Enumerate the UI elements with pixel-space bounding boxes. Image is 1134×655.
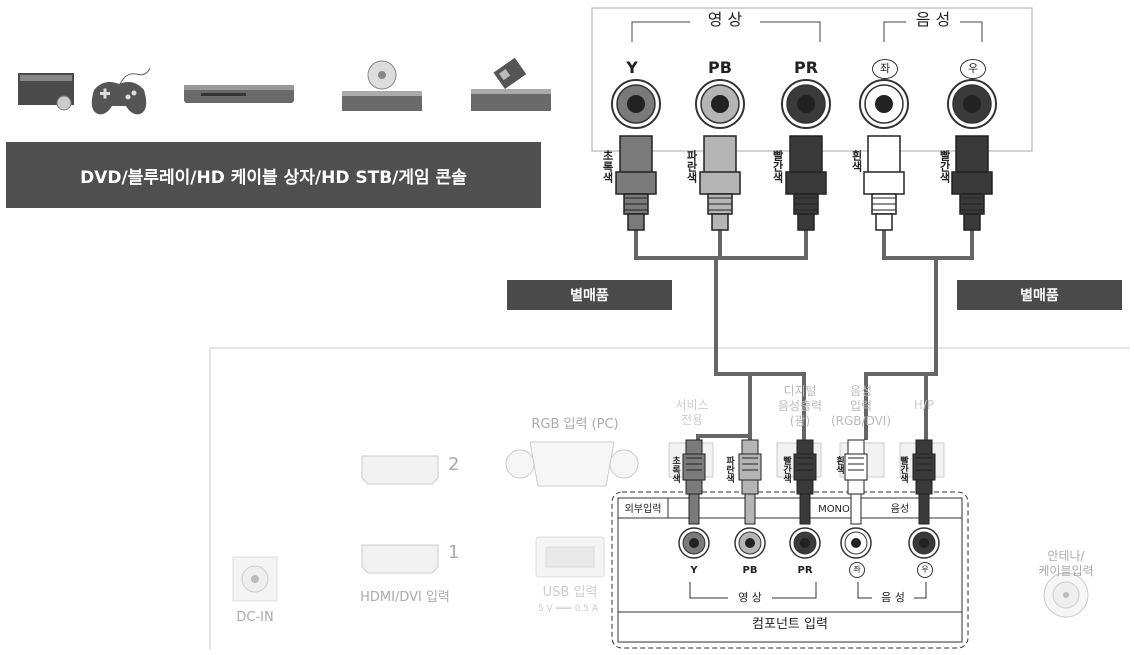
dc-in-port <box>232 556 278 602</box>
tv-jack-pr <box>789 527 821 559</box>
cable-wires <box>634 230 974 440</box>
jack-label-right: 우 <box>960 59 986 79</box>
component-inner-box <box>617 497 963 643</box>
source-jack-right <box>947 79 997 129</box>
jack-label-y: Y <box>626 58 638 77</box>
source-plugs <box>615 135 993 231</box>
hp-label: H/P <box>913 398 935 412</box>
tv-color-green: 초록색 <box>670 456 680 483</box>
device-icons <box>16 55 556 125</box>
color-label-red-audio: 빨간색 <box>938 150 951 183</box>
hdmi-2-label: 2 <box>448 454 460 475</box>
video-small-label: 영 상 <box>738 591 762 604</box>
audio-small-label-2: 음 성 <box>881 591 905 604</box>
digital-audio-label: 디지털 음성출력 (광) <box>777 384 823 428</box>
tv-plug-y <box>682 439 706 525</box>
tv-jack-label-pb: PB <box>742 565 758 576</box>
dvd-player-icon <box>184 85 294 103</box>
cable-tag-right: 별매품 <box>957 280 1122 310</box>
source-plug-y <box>615 135 657 231</box>
tv-jack-right <box>908 527 940 559</box>
device-icons-svg <box>18 57 551 115</box>
jack-label-pr: PR <box>793 58 819 77</box>
tv-color-red-audio: 빨간색 <box>898 456 908 483</box>
component-input-label: 컴포넌트 입력 <box>752 617 828 632</box>
mono-label: MONO <box>818 504 850 515</box>
tv-plugs <box>682 439 936 525</box>
color-label-blue: 파란색 <box>685 150 698 183</box>
hdmi-1-label: 1 <box>448 542 460 563</box>
source-panel <box>591 7 1033 152</box>
tv-plug-right <box>912 439 936 525</box>
tv-color-blue: 파란색 <box>724 456 734 483</box>
tv-jack-label-left: 좌 <box>849 562 865 578</box>
settop-box-icon <box>471 57 551 111</box>
color-label-green: 초록색 <box>601 150 614 183</box>
tv-plug-pb <box>738 439 762 525</box>
tv-brackets <box>689 582 927 599</box>
hdmi-port-2 <box>361 455 439 485</box>
rgb-label: RGB 입력 (PC) <box>531 417 619 432</box>
tv-jack-pb <box>734 527 766 559</box>
usb-port <box>535 536 605 578</box>
video-group-label: 영 상 <box>707 10 743 29</box>
audio-bracket <box>883 21 983 42</box>
gamepad-icon <box>91 67 151 115</box>
usb-spec: 5 V ═══ 0.5 A <box>537 604 599 614</box>
source-jack-y <box>611 79 661 129</box>
component-dashed-box <box>611 491 969 649</box>
source-plug-pr <box>785 135 827 231</box>
usb-label: USB 입력 <box>542 585 598 600</box>
tv-jack-label-pr: PR <box>797 565 813 576</box>
hdmi-port-1 <box>361 544 439 574</box>
source-plug-left <box>863 135 905 231</box>
tv-jack-label-y: Y <box>690 565 698 576</box>
source-jack-pr <box>781 79 831 129</box>
antenna-label: 안테나/ 케이블입력 <box>1038 549 1094 578</box>
cable-tag-left: 별매품 <box>507 280 672 310</box>
tv-color-red: 빨간색 <box>781 456 791 483</box>
rgb-port <box>505 441 639 487</box>
source-jack-left <box>859 79 909 129</box>
tv-jack-label-right: 우 <box>917 562 933 578</box>
antenna-port <box>1043 572 1089 618</box>
tv-plug-left <box>844 439 868 525</box>
source-plug-pb <box>699 135 741 231</box>
dc-in-label: DC-IN <box>236 610 274 625</box>
audio-in-label: 음성 입력 (RGB/DVI) <box>830 384 892 428</box>
tv-jack-y <box>678 527 710 559</box>
audio-group-label: 음 성 <box>915 10 951 29</box>
bluray-player-icon <box>342 60 422 111</box>
color-label-white: 흰색 <box>850 150 863 172</box>
video-bracket <box>631 21 821 42</box>
hdmi-dvi-label: HDMI/DVI 입력 <box>360 590 450 605</box>
tv-jack-left <box>840 527 872 559</box>
source-jacks <box>611 79 997 129</box>
device-banner: DVD/블루레이/HD 케이블 상자/HD STB/게임 콘솔 <box>6 142 541 208</box>
media-player-icon <box>18 73 74 111</box>
source-jack-pb <box>695 79 745 129</box>
color-label-red: 빨간색 <box>771 150 784 183</box>
tv-jacks <box>678 527 940 559</box>
jack-label-pb: PB <box>708 58 732 77</box>
service-label: 서비스 전용 <box>675 398 709 427</box>
source-plug-right <box>951 135 993 231</box>
ext-input-label: 외부입력 <box>624 504 662 515</box>
tv-plug-pr <box>793 439 817 525</box>
tv-color-white: 흰색 <box>834 456 844 474</box>
jack-label-left: 좌 <box>872 59 898 79</box>
audio-small-label: 음성 <box>890 504 910 515</box>
